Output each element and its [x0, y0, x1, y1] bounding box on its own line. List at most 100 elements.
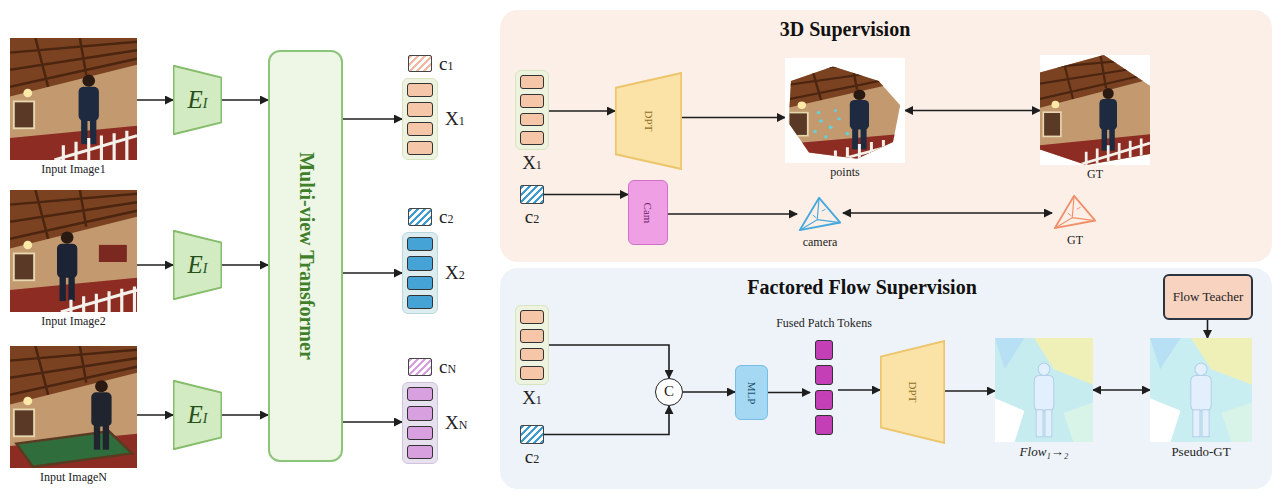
- drawing-part: [14, 101, 34, 128]
- drawing-part: [800, 198, 840, 230]
- arrow-connector: [544, 194, 628, 196]
- patch-token: [407, 276, 433, 290]
- arrow-connector: [682, 117, 785, 119]
- drawing-part: [10, 38, 137, 160]
- node-label: c1: [439, 53, 453, 75]
- encoder-trapezoid: EI: [173, 65, 222, 135]
- node-label: Input ImageN: [40, 471, 107, 485]
- arrow-connector: [137, 414, 173, 416]
- drawing-part: [995, 398, 1024, 442]
- drawing-part: [1150, 338, 1181, 369]
- arrow-connector: [905, 110, 1040, 112]
- drawing-part: [817, 111, 821, 114]
- drawing-part: [881, 341, 945, 443]
- token-stack: X1: [402, 78, 438, 160]
- node-label: Flow₁→₂: [1020, 445, 1069, 460]
- drawing-part: [23, 397, 32, 406]
- node-label: EI: [188, 251, 208, 280]
- arrow-connector: [668, 213, 797, 215]
- camera-token: c2: [408, 208, 432, 226]
- drawing-part: [824, 135, 827, 138]
- drawing-part: [173, 231, 221, 300]
- drawing-part: [1099, 99, 1117, 130]
- drawing-part: [785, 58, 905, 100]
- node-label: DPT: [906, 382, 919, 403]
- drawing-part: [10, 190, 137, 312]
- panel-ground: [500, 268, 1272, 489]
- drawing-part: [1040, 134, 1150, 165]
- image-panel: Pseudo-GT: [1150, 338, 1252, 442]
- drawing-part: [1040, 55, 1150, 165]
- drawing-part: [819, 119, 823, 122]
- drawing-part: [60, 277, 66, 301]
- concat-circle: C: [655, 378, 683, 406]
- patch-token: [407, 141, 433, 155]
- supervision-panel: 3D SupervisionX1DPTpointsGTc2CamcameraGT: [500, 10, 1272, 262]
- drawing-part: [1193, 410, 1200, 437]
- drawing-part: [95, 380, 108, 392]
- node-label: GT: [1067, 234, 1083, 248]
- patch-token: [815, 340, 833, 360]
- drawing-part: [995, 338, 1024, 369]
- arrow-connector: [137, 99, 173, 101]
- drawing-part: [798, 102, 806, 109]
- dpt-decoder: DPT: [615, 72, 682, 170]
- node-label: 3D Supervision: [500, 18, 1190, 41]
- drawing-part: [10, 346, 137, 468]
- dpt-decoder: DPT: [880, 340, 945, 444]
- cam-head: Cam: [628, 180, 668, 245]
- camera-token: c2: [520, 185, 544, 204]
- drawing-part: [1109, 129, 1115, 151]
- drawing-part: [813, 209, 826, 218]
- patch-token: [407, 387, 433, 401]
- patch-token: [815, 390, 833, 410]
- drawing-part: [1068, 207, 1081, 216]
- drawing-part: [14, 253, 34, 280]
- drawing-part: [81, 120, 87, 144]
- node-label: GT: [1087, 168, 1103, 182]
- drawing-part: [1038, 363, 1050, 375]
- drawing-part: [10, 190, 137, 249]
- node-label: Cam: [642, 202, 655, 223]
- drawing-part: [173, 66, 221, 135]
- drawing-part: [829, 126, 833, 129]
- patch-token: [520, 94, 544, 108]
- drawing-part: [785, 58, 905, 163]
- arrow-connector: [137, 264, 173, 266]
- drawing-part: [23, 241, 32, 250]
- arrow-connector: [222, 99, 268, 101]
- drawing-part: [1040, 55, 1150, 108]
- node-label: X1: [445, 108, 465, 130]
- panel-ground: [500, 10, 1272, 262]
- arrow-connector: [343, 118, 402, 120]
- drawing-part: [10, 190, 137, 239]
- drawing-part: [10, 346, 137, 395]
- arrow-connector: [549, 110, 615, 112]
- drawing-part: [1040, 55, 1150, 99]
- arrow-connector: [343, 421, 402, 423]
- drawing-part: [1034, 375, 1054, 410]
- drawing-part: [1034, 363, 1054, 437]
- drawing-part: [785, 134, 905, 163]
- node-label: Fused Patch Tokens: [776, 317, 872, 331]
- drawing-part: [79, 87, 99, 121]
- drawing-part: [68, 277, 74, 301]
- transformer-box: Multi-view Transformer: [268, 50, 343, 462]
- image-panel: Flow₁→₂: [995, 338, 1093, 442]
- node-label: X2: [445, 262, 465, 284]
- node-label: XN: [445, 412, 467, 434]
- drawing-part: [54, 131, 137, 160]
- patch-token: [407, 102, 433, 116]
- drawing-part: [852, 128, 858, 149]
- drawing-part: [1045, 410, 1052, 437]
- drawing-part: [1195, 363, 1207, 375]
- encoder-trapezoid: EI: [173, 380, 222, 450]
- drawing-part: [103, 425, 109, 449]
- drawing-part: [845, 132, 849, 135]
- drawing-part: [91, 392, 111, 426]
- patch-token: [520, 366, 544, 380]
- drawing-part: [800, 198, 840, 230]
- camera-token: c2: [520, 425, 544, 444]
- camera-token: cN: [408, 358, 432, 376]
- camera-icon: camera: [797, 195, 843, 233]
